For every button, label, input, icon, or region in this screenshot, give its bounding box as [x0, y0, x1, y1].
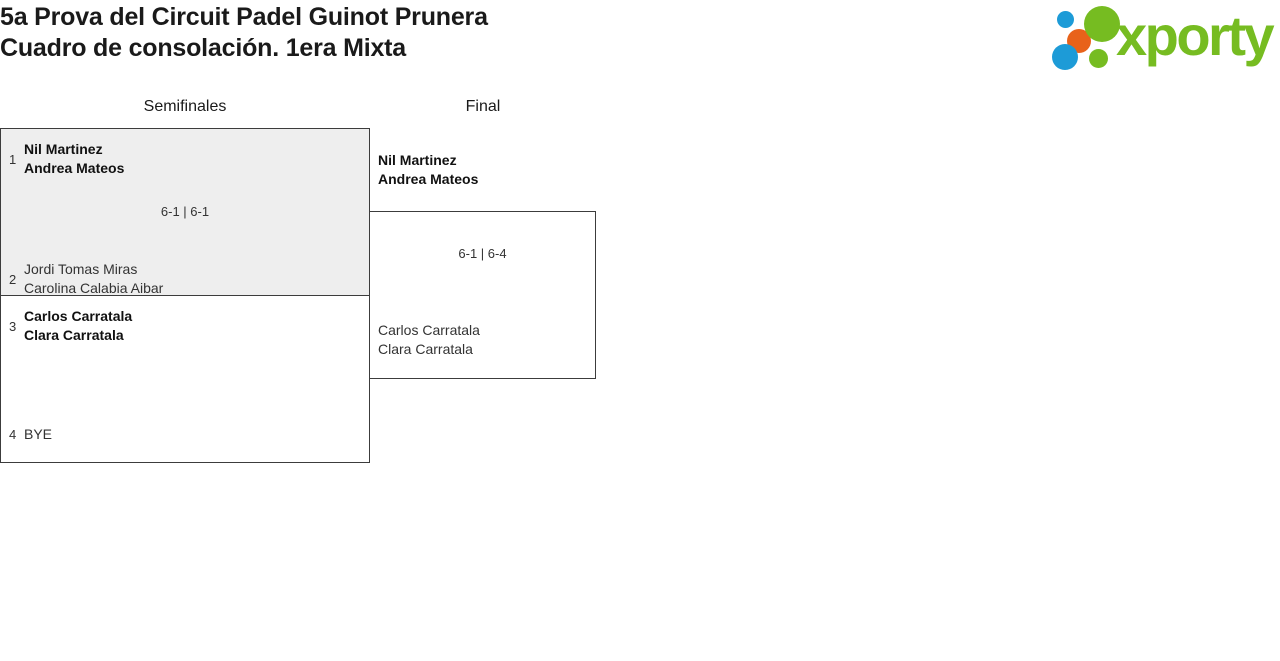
- seed-number: 3: [9, 318, 17, 334]
- competitor-names: BYE: [24, 426, 52, 443]
- logo-wordmark: xporty: [1116, 4, 1275, 67]
- player-name: Carlos Carratala: [378, 322, 480, 338]
- player-name: Jordi Tomas Miras: [24, 261, 138, 277]
- logo-dot-blue-large: [1052, 44, 1078, 70]
- player-name: Clara Carratala: [24, 327, 124, 343]
- competitor-final-top[interactable]: Nil Martinez Andrea Mateos: [378, 151, 478, 189]
- match-semifinal-1[interactable]: 1 Nil Martinez Andrea Mateos 2 Jordi Tom…: [0, 128, 370, 296]
- competitor-seed-4[interactable]: 4 BYE: [9, 426, 52, 443]
- seed-number: 1: [9, 151, 17, 167]
- competitor-names: Nil Martinez Andrea Mateos: [378, 151, 478, 189]
- competitor-names: Carlos Carratala Clara Carratala: [378, 321, 480, 359]
- player-name: Nil Martinez: [24, 141, 103, 157]
- player-name: Andrea Mateos: [378, 171, 479, 187]
- competitor-names: Nil Martinez Andrea Mateos: [24, 140, 124, 178]
- round-header-final: Final: [465, 98, 501, 115]
- competitor-names: Jordi Tomas Miras Carolina Calabia Aibar: [24, 260, 163, 298]
- xporty-logo[interactable]: xporty: [1048, 2, 1276, 72]
- player-name: Clara Carratala: [378, 341, 473, 357]
- seed-number: 4: [9, 427, 17, 442]
- competitor-names: Carlos Carratala Clara Carratala: [24, 307, 132, 345]
- match-semifinal-2[interactable]: 3 Carlos Carratala Clara Carratala 4 BYE: [0, 295, 370, 463]
- page-header: 5a Prova del Circuit Padel Guinot Pruner…: [0, 0, 1280, 78]
- match-score-final: 6-1 | 6-4: [458, 246, 507, 261]
- seed-number: 2: [9, 271, 17, 287]
- player-name: Andrea Mateos: [24, 160, 125, 176]
- player-name: Carolina Calabia Aibar: [24, 280, 164, 296]
- player-name: Nil Martinez: [378, 152, 457, 168]
- competitor-final-bottom[interactable]: Carlos Carratala Clara Carratala: [378, 321, 480, 359]
- bye-label: BYE: [24, 426, 53, 442]
- page-title: 5a Prova del Circuit Padel Guinot Pruner…: [0, 2, 900, 64]
- tournament-title-line-1: 5a Prova del Circuit Padel Guinot Pruner…: [0, 3, 488, 31]
- competitor-seed-1[interactable]: 1 Nil Martinez Andrea Mateos: [9, 140, 124, 178]
- logo-dot-green-small: [1089, 49, 1108, 68]
- match-score-semifinal-1: 6-1 | 6-1: [160, 204, 210, 219]
- logo-dot-green-large: [1084, 6, 1120, 42]
- round-header-semifinales: Semifinales: [143, 98, 227, 115]
- competitor-seed-2[interactable]: 2 Jordi Tomas Miras Carolina Calabia Aib…: [9, 260, 163, 298]
- match-final[interactable]: Nil Martinez Andrea Mateos Carlos Carrat…: [369, 152, 596, 379]
- player-name: Carlos Carratala: [24, 308, 133, 324]
- competitor-seed-3[interactable]: 3 Carlos Carratala Clara Carratala: [9, 307, 132, 345]
- logo-dots-icon: [1048, 2, 1120, 72]
- tournament-title-line-2: Cuadro de consolación. 1era Mixta: [0, 34, 407, 62]
- logo-dot-blue-small: [1057, 11, 1074, 28]
